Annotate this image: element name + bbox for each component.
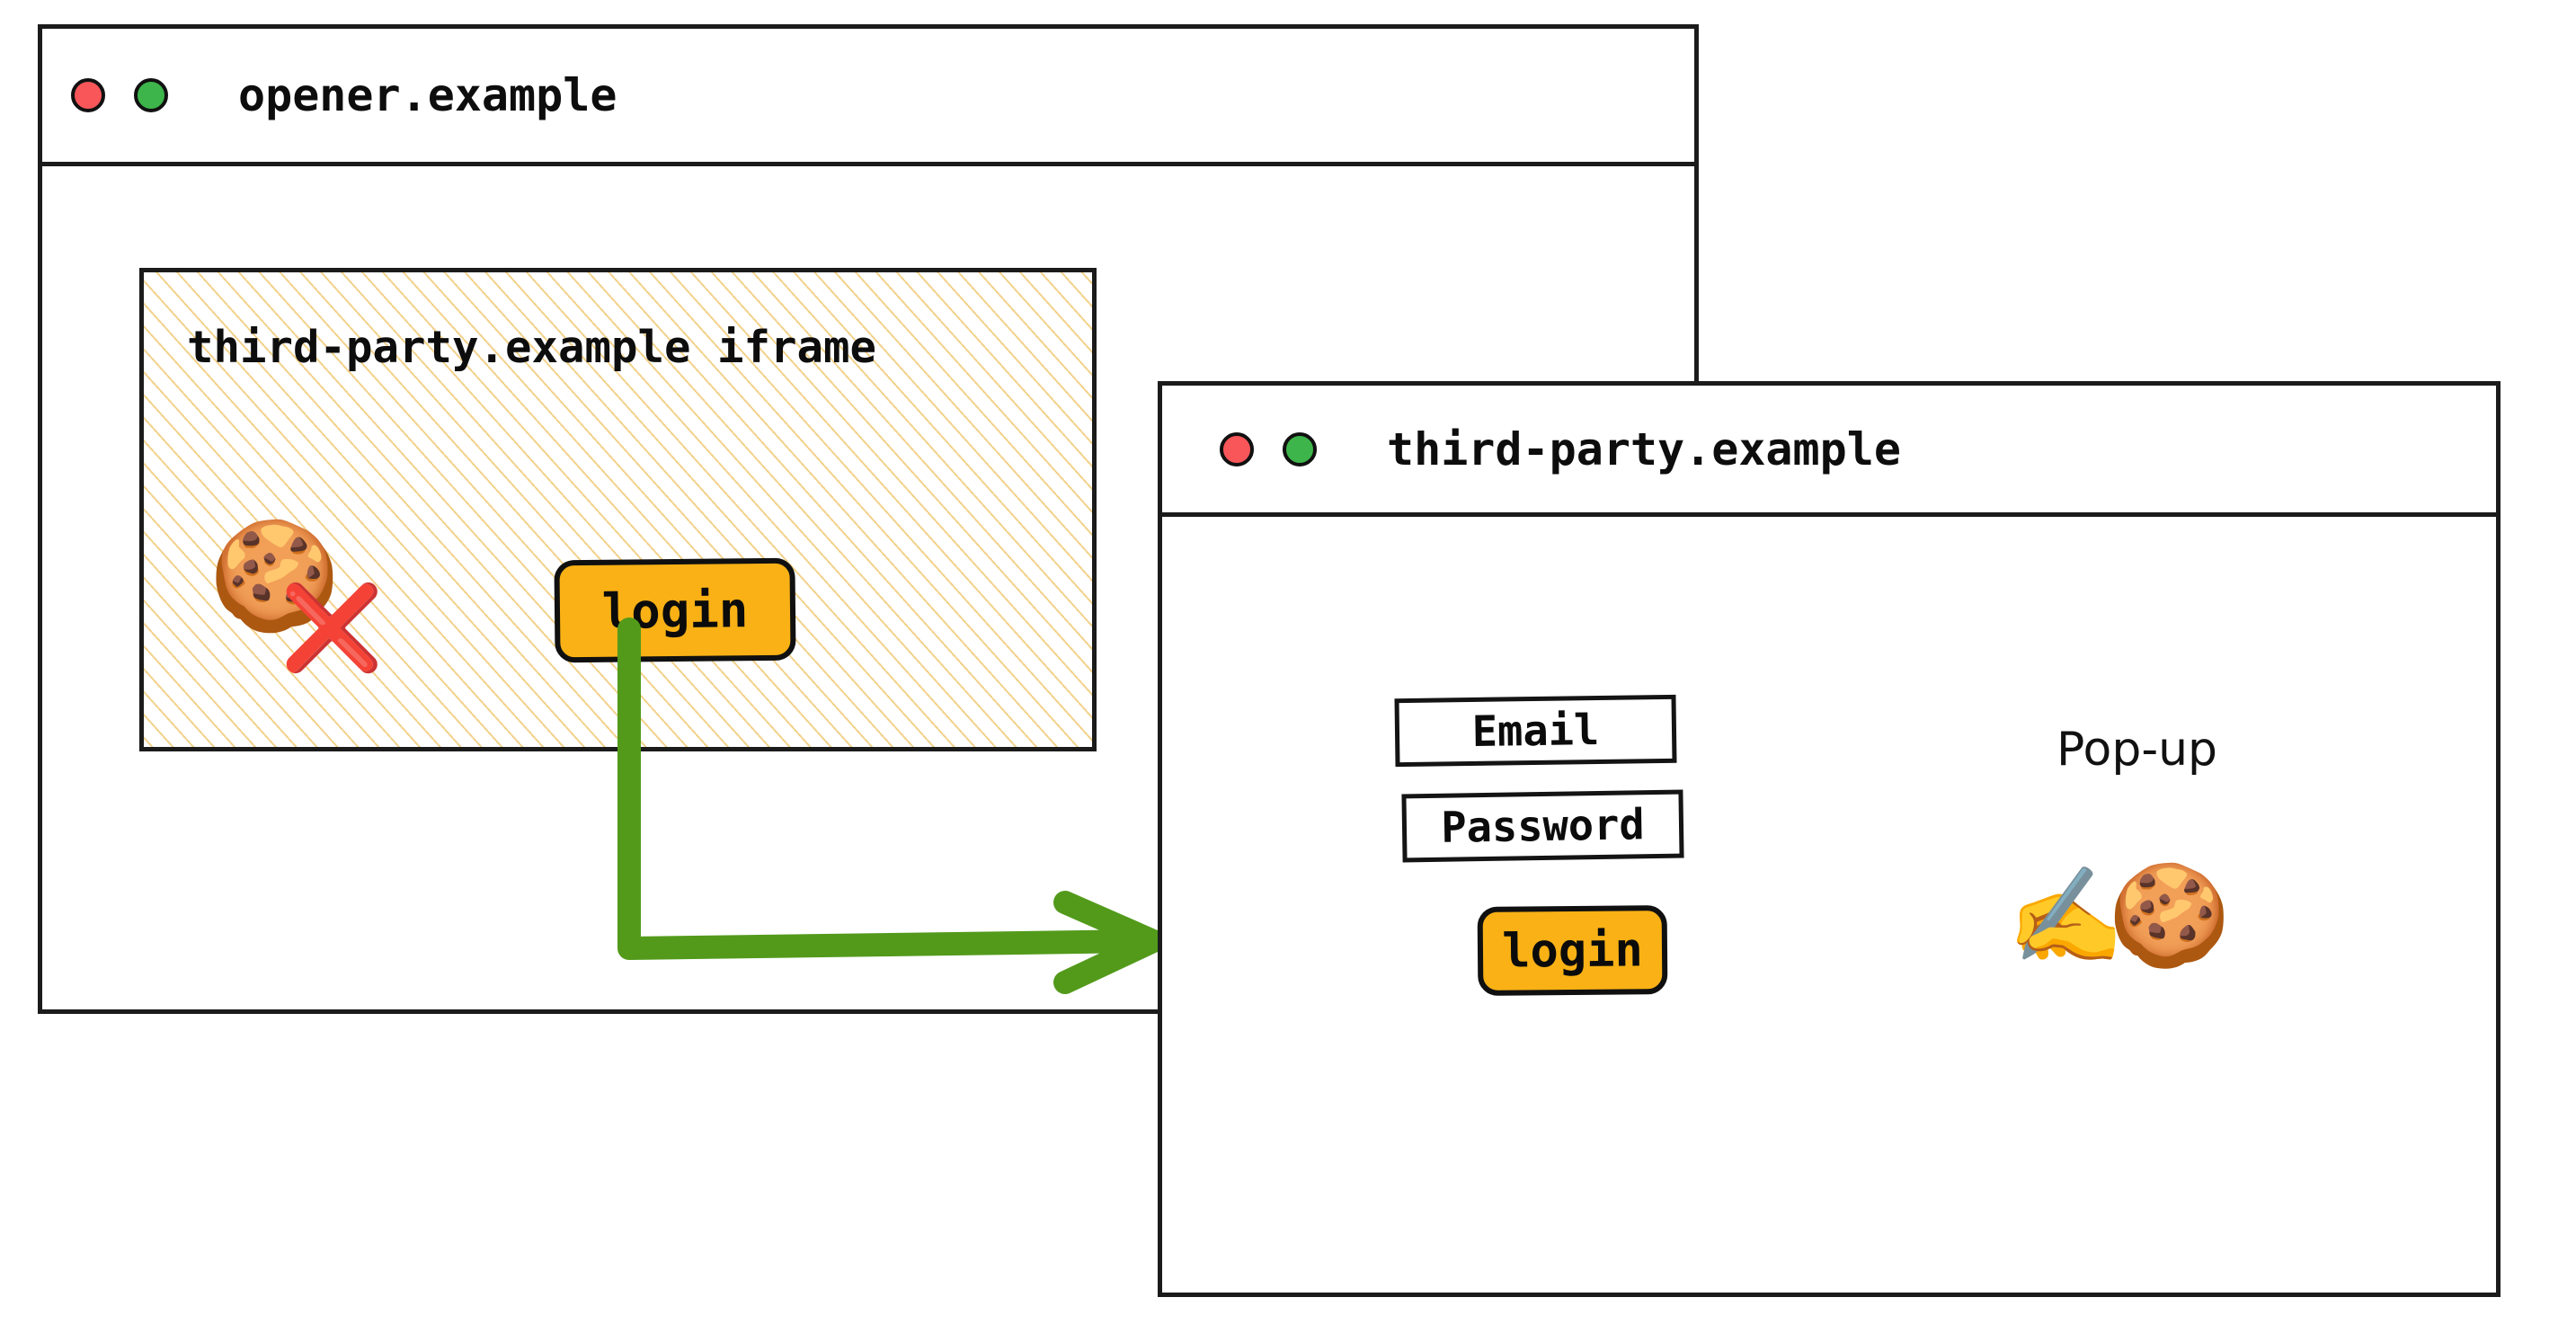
iframe-login-button-label: login — [601, 581, 749, 640]
close-dot-icon[interactable] — [1220, 431, 1254, 467]
opener-window-titlebar: opener.example — [42, 29, 1694, 166]
popup-annotation-label: Pop-up — [2056, 723, 2218, 777]
third-party-iframe: third-party.example iframe 🍪 ❌ login — [139, 268, 1097, 751]
minimize-dot-icon[interactable] — [134, 78, 168, 112]
popup-login-button-label: login — [1501, 922, 1644, 979]
popup-window-titlebar: third-party.example — [1162, 386, 2496, 517]
blocked-cross-icon: ❌ — [280, 580, 384, 676]
email-input[interactable]: Email — [1394, 694, 1677, 768]
cookie-icon: 🍪 — [2108, 857, 2231, 973]
opener-window-title: opener.example — [238, 69, 617, 121]
password-input-label: Password — [1440, 799, 1646, 853]
popup-window-title: third-party.example — [1387, 422, 1901, 475]
popup-login-button[interactable]: login — [1477, 905, 1668, 996]
writing-hand-icon: ✍️ — [2007, 861, 2125, 971]
close-dot-icon[interactable] — [71, 78, 105, 112]
popup-browser-window: third-party.example Email Password login… — [1158, 381, 2500, 1297]
cookie-icon: 🍪 — [209, 513, 341, 637]
password-input[interactable]: Password — [1401, 789, 1684, 863]
email-input-label: Email — [1471, 705, 1600, 757]
minimize-dot-icon[interactable] — [1283, 431, 1317, 467]
iframe-origin-label: third-party.example iframe — [187, 322, 877, 373]
iframe-login-button[interactable]: login — [554, 557, 796, 663]
